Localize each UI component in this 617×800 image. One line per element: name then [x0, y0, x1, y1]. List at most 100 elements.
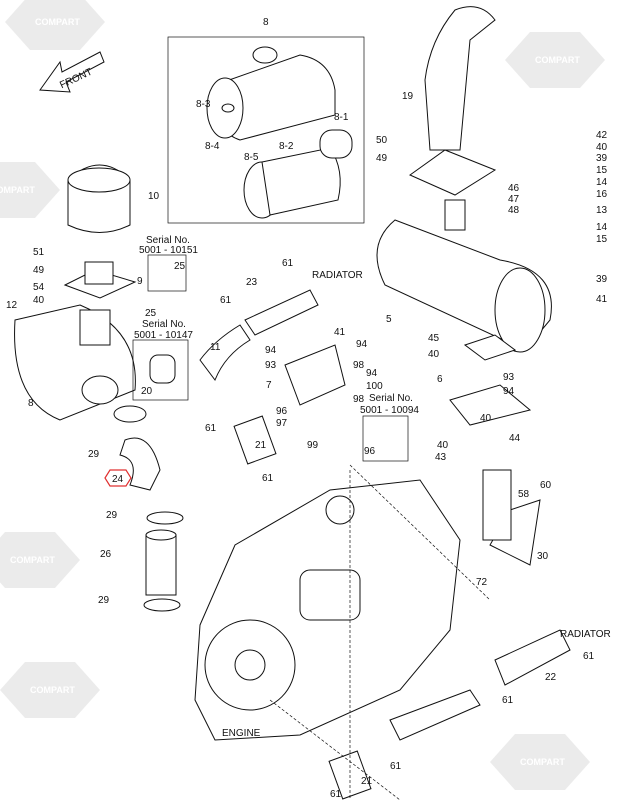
callout-41: 41 [596, 294, 608, 305]
callout-29: 29 [106, 510, 118, 521]
callout-40: 40 [480, 413, 492, 424]
callout-8-4: 8-4 [205, 141, 220, 152]
callout-39: 39 [596, 274, 608, 285]
callout-45: 45 [428, 333, 440, 344]
muffler [376, 199, 552, 361]
callout-46: 46 [508, 183, 520, 194]
callout-49: 49 [376, 153, 388, 164]
serial-range-3: 5001 - 10094 [360, 405, 419, 416]
callout-94: 94 [356, 339, 368, 350]
svg-text:COMPART: COMPART [10, 555, 55, 565]
callout-100: 100 [366, 381, 383, 392]
callout-9: 9 [137, 276, 143, 287]
callout-94: 94 [366, 368, 378, 379]
callout-23: 23 [246, 277, 258, 288]
callout-8-3: 8-3 [196, 99, 211, 110]
serial-box-3 [362, 415, 409, 462]
callout-50: 50 [376, 135, 388, 146]
flex-pipe [482, 469, 512, 541]
callout-93: 93 [503, 372, 515, 383]
air-cleaner-detail-box [167, 36, 365, 224]
watermark: COMPART [0, 662, 100, 718]
bracket-6 [449, 384, 532, 426]
callout-61: 61 [330, 789, 342, 800]
serial-range-1: 5001 - 10151 [139, 245, 198, 256]
watermark: COMPART [490, 734, 590, 790]
radiator-label-2: RADIATOR [560, 629, 611, 640]
serial-range-2: 5001 - 10147 [134, 330, 193, 341]
serial-title-1: Serial No. [146, 235, 190, 246]
callout-21: 21 [361, 776, 373, 787]
front-arrow-icon: FRONT [39, 51, 105, 93]
callout-61: 61 [262, 473, 274, 484]
callout-16: 16 [596, 189, 608, 200]
callout-19: 19 [402, 91, 414, 102]
callout-96: 96 [364, 446, 376, 457]
callout-39: 39 [596, 153, 608, 164]
callout-49: 49 [33, 265, 45, 276]
callout-47: 47 [508, 194, 520, 205]
callout-30: 30 [537, 551, 549, 562]
exhaust-stack [408, 6, 497, 196]
callout-8-5: 8-5 [244, 152, 259, 163]
callout-21: 21 [255, 440, 267, 451]
callout-40: 40 [428, 349, 440, 360]
callout-58: 58 [518, 489, 530, 500]
callout-20: 20 [141, 386, 153, 397]
callout-61: 61 [282, 258, 294, 269]
callout-25: 25 [174, 261, 186, 272]
callout-highlighted: 24 [112, 474, 124, 485]
callout-51: 51 [33, 247, 45, 258]
callout-29: 29 [88, 449, 100, 460]
callout-96: 96 [276, 406, 288, 417]
callout-99: 99 [307, 440, 319, 451]
serial-box-2 [132, 339, 189, 401]
callout-15: 15 [596, 234, 608, 245]
callout-6: 6 [437, 374, 443, 385]
serial-title-3: Serial No. [369, 393, 413, 404]
bracket-7 [284, 344, 346, 406]
callout-40: 40 [596, 142, 608, 153]
callout-44: 44 [509, 433, 521, 444]
callout-72: 72 [476, 577, 488, 588]
callout-93: 93 [265, 360, 277, 371]
serial-title-2: Serial No. [142, 319, 186, 330]
callout-26: 26 [100, 549, 112, 560]
callout-14: 14 [596, 177, 608, 188]
svg-text:COMPART: COMPART [520, 757, 565, 767]
callout-7: 7 [266, 380, 272, 391]
watermark: COMPART [505, 32, 605, 88]
callout-8-2: 8-2 [279, 141, 294, 152]
callout-11: 11 [210, 342, 221, 353]
callout-94: 94 [503, 386, 515, 397]
callout-40: 40 [437, 440, 449, 451]
callout-29: 29 [98, 595, 110, 606]
callout-48: 48 [508, 205, 520, 216]
callout-8: 8 [263, 17, 269, 28]
air-cleaner-main [14, 304, 136, 421]
engine-label: ENGINE [222, 728, 261, 739]
watermark: COMPART [0, 162, 60, 218]
callout-22: 22 [545, 672, 557, 683]
callout-60: 60 [540, 480, 552, 491]
watermark: COMPART [0, 532, 80, 588]
precleaner [63, 164, 137, 299]
callout-61: 61 [205, 423, 217, 434]
callout-98: 98 [353, 360, 365, 371]
callout-13: 13 [596, 205, 608, 216]
air-cleaner-assembly [206, 46, 353, 219]
callout-43: 43 [435, 452, 447, 463]
radiator-label-1: RADIATOR [312, 270, 363, 281]
callout-8-1: 8-1 [334, 112, 349, 123]
engine [194, 479, 461, 741]
callout-54: 54 [33, 282, 45, 293]
callout-40: 40 [33, 295, 45, 306]
callout-61: 61 [502, 695, 514, 706]
svg-text:COMPART: COMPART [35, 17, 80, 27]
svg-text:COMPART: COMPART [535, 55, 580, 65]
callout-98: 98 [353, 394, 365, 405]
callout-97: 97 [276, 418, 288, 429]
callout-5: 5 [386, 314, 392, 325]
